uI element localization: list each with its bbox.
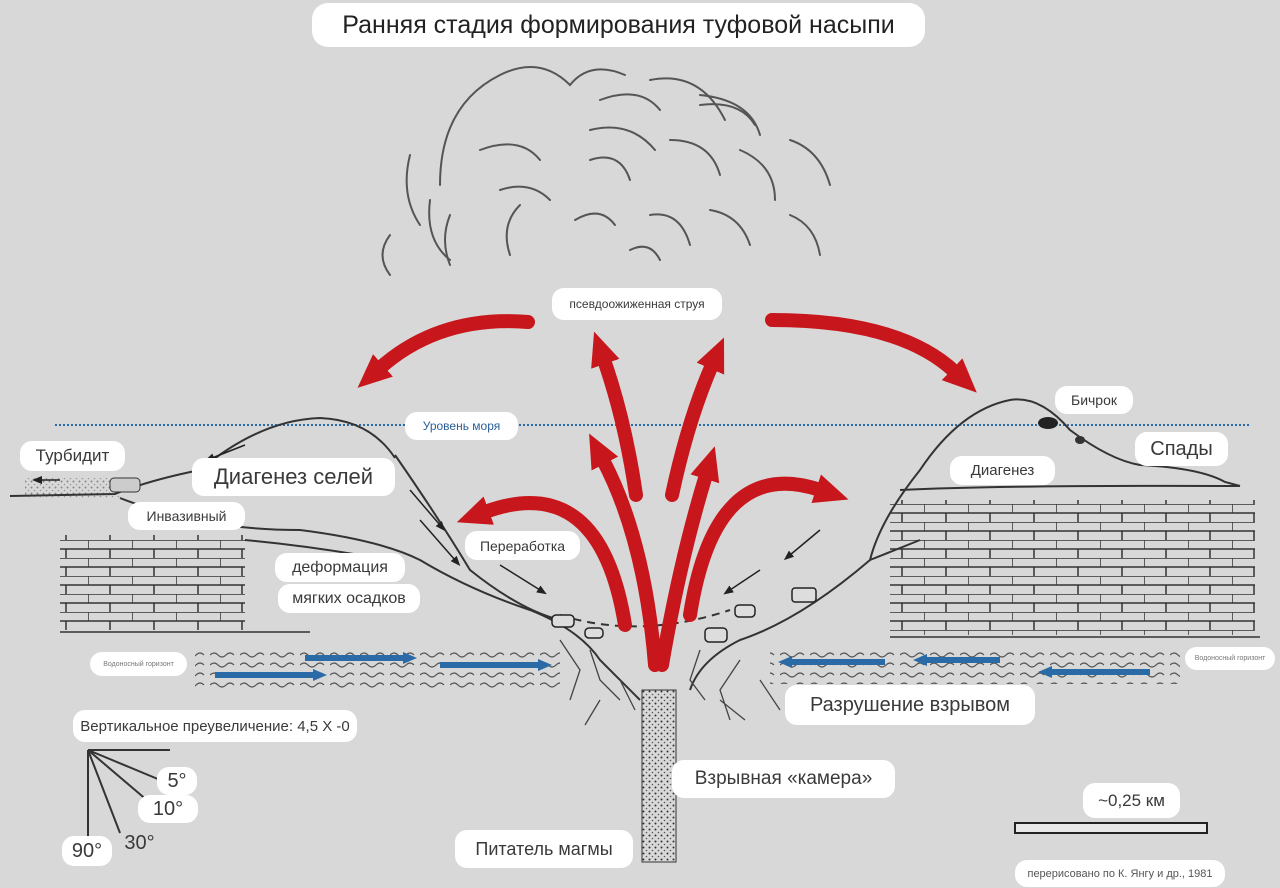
angle-label-5: 5° bbox=[157, 767, 197, 795]
angle-label-10: 10° bbox=[138, 795, 198, 823]
eruption-cloud bbox=[381, 66, 831, 276]
label-debris-diagenesis: Диагенез селей bbox=[192, 458, 395, 496]
left-limestone bbox=[60, 535, 245, 630]
label-deformation-1: деформация bbox=[275, 553, 405, 582]
label-invasive: Инвазивный bbox=[128, 502, 245, 530]
label-sea-level: Уровень моря bbox=[405, 412, 518, 440]
label-jet: псевдоожиженная струя bbox=[552, 288, 722, 320]
label-diagenesis: Диагенез bbox=[950, 456, 1055, 485]
label-reworking: Переработка bbox=[465, 531, 580, 560]
label-beachrock: Бичрок bbox=[1055, 386, 1133, 414]
angle-label-90: 90° bbox=[62, 836, 112, 866]
label-credit: перерисовано по К. Янгу и др., 1981 bbox=[1015, 860, 1225, 887]
diagram-title: Ранняя стадия формирования туфовой насып… bbox=[312, 3, 925, 47]
right-aquifer bbox=[770, 648, 1180, 684]
label-explosion-chamber: Взрывная «камера» bbox=[672, 760, 895, 798]
magma-feeder-conduit bbox=[641, 689, 677, 863]
terrain-lines bbox=[9, 398, 1241, 701]
scale-bar bbox=[1014, 822, 1208, 834]
label-aquifer-right: Водоносный горизонт bbox=[1185, 647, 1275, 670]
label-deformation-2: мягких осадков bbox=[278, 584, 420, 613]
label-scale: ~0,25 км bbox=[1083, 783, 1180, 818]
angle-fan bbox=[87, 749, 170, 838]
label-turbidite: Турбидит bbox=[20, 441, 125, 471]
label-slumps: Спады bbox=[1135, 432, 1228, 466]
angle-label-30: 30° bbox=[124, 831, 155, 854]
label-magma-feeder: Питатель магмы bbox=[455, 830, 633, 868]
label-explosion-destruction: Разрушение взрывом bbox=[785, 685, 1035, 725]
ejecta-arrows bbox=[357, 313, 977, 672]
label-vertical-exaggeration: Вертикальное преувеличение: 4,5 X -0 bbox=[73, 710, 357, 742]
label-aquifer-left: Водоносный горизонт bbox=[90, 652, 187, 676]
right-limestone bbox=[890, 500, 1255, 635]
